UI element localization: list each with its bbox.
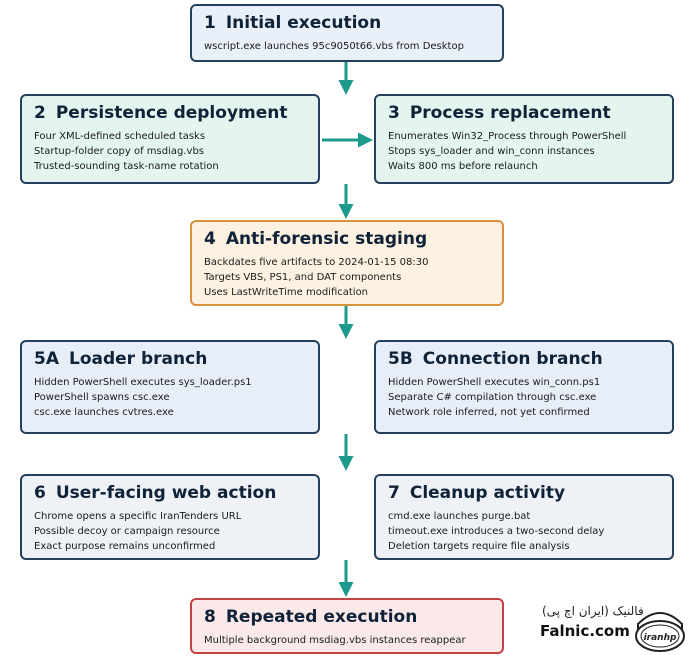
step-line: Separate C# compilation through csc.exe <box>388 392 597 403</box>
step-line: PowerShell spawns csc.exe <box>34 392 170 403</box>
step-line: Backdates five artifacts to 2024-01-15 0… <box>204 257 429 268</box>
step-line: Uses LastWriteTime modification <box>204 287 369 298</box>
seal-icon: iranhp <box>635 612 685 652</box>
seal-text: iranhp <box>644 633 677 643</box>
falnic-logo: فالنیک (ایران اچ پی) Falnic.com iranhp <box>536 600 696 656</box>
step-line: csc.exe launches cvtres.exe <box>34 407 174 418</box>
step-line: Trusted-sounding task-name rotation <box>34 161 219 172</box>
step-line: Multiple background msdiag.vbs instances… <box>204 635 466 646</box>
step-line: Deletion targets require file analysis <box>388 541 570 552</box>
step-line: Targets VBS, PS1, and DAT components <box>204 272 402 283</box>
step-line: Chrome opens a specific IranTenders URL <box>34 511 242 522</box>
step-line: Hidden PowerShell executes win_conn.ps1 <box>388 377 601 388</box>
step-line: Network role inferred, not yet confirmed <box>388 407 590 418</box>
logo-persian-text: فالنیک (ایران اچ پی) <box>542 604 644 618</box>
step-line: Hidden PowerShell executes sys_loader.ps… <box>34 377 252 388</box>
step-line: Enumerates Win32_Process through PowerSh… <box>388 131 627 142</box>
step-line: Possible decoy or campaign resource <box>34 526 220 537</box>
step-line: Stops sys_loader and win_conn instances <box>388 146 595 157</box>
step-line: Startup-folder copy of msdiag.vbs <box>34 146 205 157</box>
step-line: Exact purpose remains unconfirmed <box>34 541 216 552</box>
step-line: Four XML-defined scheduled tasks <box>34 131 206 142</box>
logo-brand-text: Falnic.com <box>540 622 630 640</box>
step-line: timeout.exe introduces a two-second dela… <box>388 526 605 537</box>
step-line: wscript.exe launches 95c9050t66.vbs from… <box>204 41 464 52</box>
step-line: cmd.exe launches purge.bat <box>388 511 531 522</box>
step-line: Waits 800 ms before relaunch <box>388 161 538 172</box>
